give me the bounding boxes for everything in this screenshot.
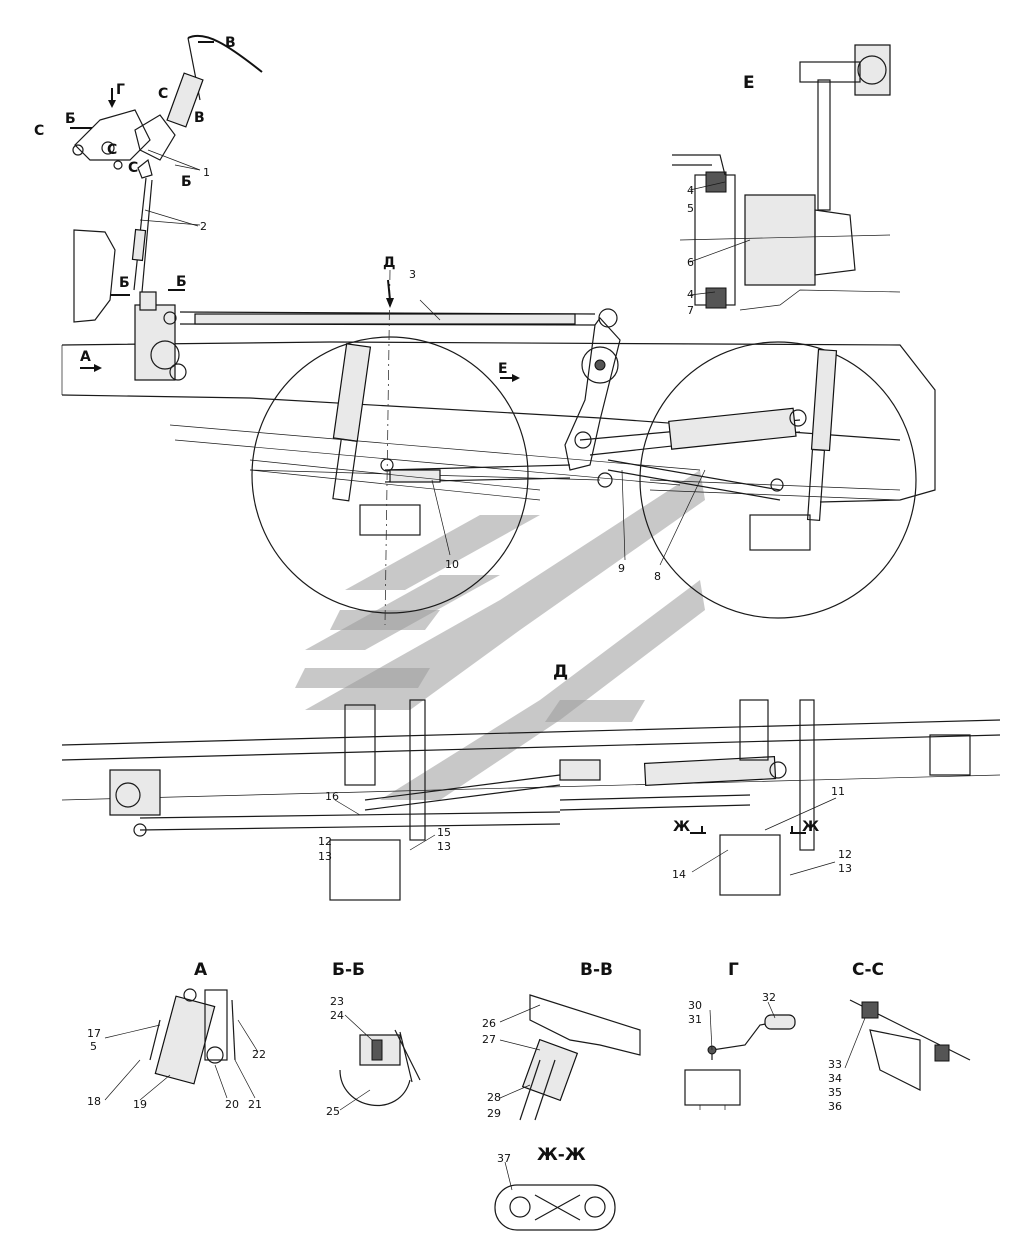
view-title-vv: В-В [580,960,613,980]
callout-13a: 13 [318,850,332,863]
view-title-ss: С-С [852,960,884,980]
section-mark-b-2: Б [181,174,192,190]
callout-11: 11 [831,785,845,798]
callout-29: 29 [487,1107,501,1120]
callout-12a: 12 [318,835,332,848]
callout-18: 18 [87,1095,101,1108]
callout-13b: 13 [437,840,451,853]
callout-27: 27 [482,1033,496,1046]
callout-6: 6 [687,256,694,269]
steering-gear-upper [134,291,187,381]
callout-5b: 5 [90,1040,97,1053]
section-mark-e: Е [498,361,508,377]
tie-rods [380,407,807,501]
section-mark-v-top: В [225,35,236,51]
view-title-d: Д [553,662,568,682]
section-mark-a: А [80,349,91,365]
section-mark-zh-1: Ж [673,819,690,835]
callout-22: 22 [252,1048,266,1061]
detail-view-g [684,1014,796,1110]
callout-28: 28 [487,1091,501,1104]
view-d-plan [61,699,1001,901]
callout-34: 34 [828,1072,842,1085]
section-mark-s-2: С [34,123,44,139]
section-mark-d: Д [383,255,395,271]
detail-view-bb [339,1029,421,1107]
callout-9: 9 [618,562,625,575]
section-mark-zh-2: Ж [802,819,819,835]
callout-21: 21 [248,1098,262,1111]
callout-1: 1 [203,166,210,179]
callout-16: 16 [325,790,339,803]
shock-absorbers [332,343,838,521]
callout-4a: 4 [687,184,694,197]
callout-32: 32 [762,991,776,1004]
callout-24: 24 [330,1009,344,1022]
section-mark-s-3: С [107,142,117,158]
callout-31: 31 [688,1013,702,1026]
callout-33: 33 [828,1058,842,1071]
detail-view-ss [849,999,971,1091]
callout-26: 26 [482,1017,496,1030]
detail-view-zhzh [494,1184,616,1231]
section-mark-g: Г [116,82,125,98]
callout-13c: 13 [838,862,852,875]
callout-23: 23 [330,995,344,1008]
section-arrows [70,41,806,834]
inset-view-e [672,44,901,311]
section-mark-v-2: В [194,110,205,126]
callout-30: 30 [688,999,702,1012]
callout-8: 8 [654,570,661,583]
callout-17: 17 [87,1027,101,1040]
view-title-bb: Б-Б [332,960,365,980]
view-title-zhzh: Ж-Ж [537,1145,586,1165]
callout-3: 3 [409,268,416,281]
callout-25: 25 [326,1105,340,1118]
callout-12b: 12 [838,848,852,861]
section-line-d [384,269,394,626]
detail-view-vv [519,994,641,1121]
section-mark-b-4: Б [176,274,187,290]
bellcrank [564,317,621,488]
view-title-e: Е [743,73,755,93]
callout-7: 7 [687,304,694,317]
wheels [251,336,917,619]
section-mark-b-1: Б [65,111,76,127]
callout-36: 36 [828,1100,842,1113]
drag-link [179,308,618,328]
callout-10: 10 [445,558,459,571]
section-mark-b-3: Б [119,275,130,291]
view-title-a: А [194,960,208,980]
callout-37: 37 [497,1152,511,1165]
callout-4b: 4 [687,288,694,301]
detail-view-a [149,988,236,1085]
watermark-logo [295,470,705,800]
callout-14: 14 [672,868,686,881]
section-mark-s-1: С [158,86,168,102]
view-title-g: Г [728,960,739,980]
steering-column [72,34,263,293]
callout-2: 2 [200,220,207,233]
callout-19: 19 [133,1098,147,1111]
section-mark-s-4: С [128,160,138,176]
leader-lines [104,164,866,1191]
leaf-springs [249,459,901,551]
callout-35: 35 [828,1086,842,1099]
callout-20: 20 [225,1098,239,1111]
callout-5a: 5 [687,202,694,215]
callout-15: 15 [437,826,451,839]
